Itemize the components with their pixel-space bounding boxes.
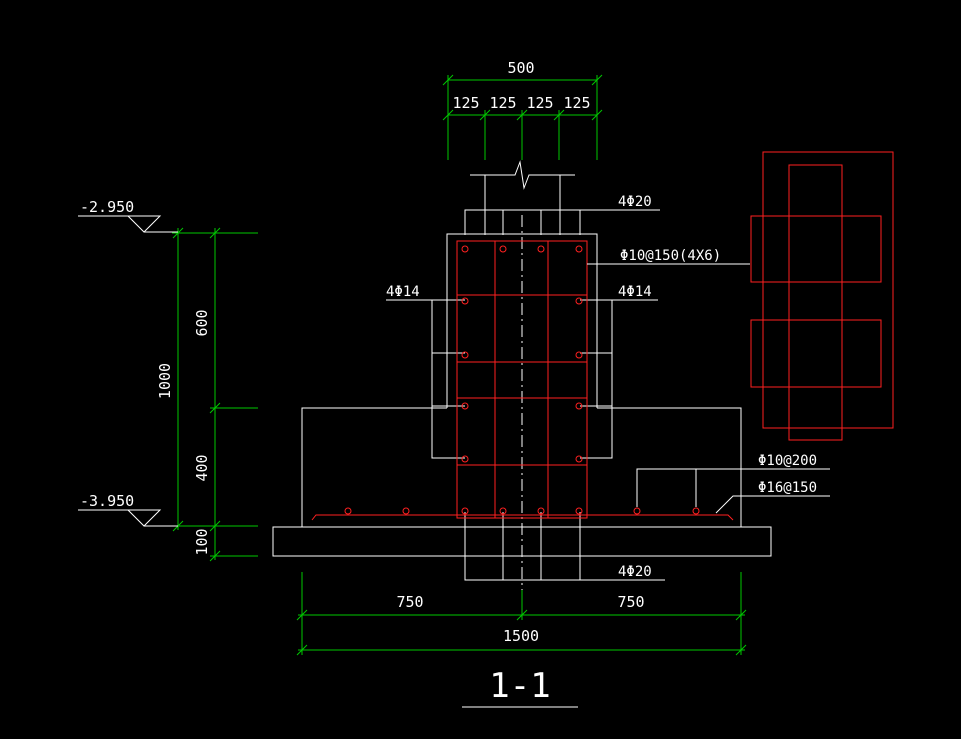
leader-main-bottom bbox=[715, 495, 830, 514]
level-markers: -2.950 -3.950 bbox=[78, 198, 178, 527]
level-marker-bottom-icon bbox=[126, 509, 162, 527]
leader-distribution bbox=[636, 468, 830, 507]
bar-dot bbox=[461, 351, 469, 359]
top-segment-dim-text-4: 125 bbox=[563, 94, 590, 112]
top-overall-dim-text: 500 bbox=[507, 59, 534, 77]
label-side-left: 4Φ14 bbox=[386, 284, 420, 300]
level-bottom-text: -3.950 bbox=[80, 492, 134, 510]
left-dimension-group: 1000 600 400 100 bbox=[156, 227, 258, 562]
left-overall-dim-text: 1000 bbox=[156, 363, 174, 399]
right-side-bar-outline bbox=[580, 299, 613, 459]
pedestal-sides bbox=[446, 233, 598, 408]
bar-dot bbox=[575, 402, 583, 410]
tick bbox=[209, 550, 221, 562]
pedestal-outline bbox=[272, 215, 772, 590]
bar-dot bbox=[461, 245, 469, 253]
stirrup-detail-outer bbox=[762, 151, 894, 429]
rebar-group bbox=[311, 240, 734, 521]
tick bbox=[209, 402, 221, 414]
stirrup-detail-tie-2 bbox=[750, 319, 882, 388]
bar-dot bbox=[575, 455, 583, 463]
bar-dot bbox=[402, 507, 410, 515]
tick bbox=[172, 227, 184, 239]
bottom-dimension-group: 750 750 1500 bbox=[296, 572, 747, 656]
tick bbox=[209, 227, 221, 239]
bar-dot bbox=[344, 507, 352, 515]
tick bbox=[516, 609, 528, 621]
tick bbox=[296, 609, 308, 621]
bar-dot bbox=[499, 507, 507, 515]
top-segment-dim-text-1: 125 bbox=[452, 94, 479, 112]
tick bbox=[735, 644, 747, 656]
bottom-overall-dim-text: 1500 bbox=[503, 627, 539, 645]
label-side-right: 4Φ14 bbox=[618, 284, 652, 300]
section-title: 1-1 bbox=[489, 666, 550, 706]
bar-dot bbox=[461, 297, 469, 305]
tick bbox=[442, 109, 454, 121]
bar-dot bbox=[499, 245, 507, 253]
label-column-bottom: 4Φ20 bbox=[618, 564, 652, 580]
column-top-bars-outline bbox=[464, 209, 581, 235]
tick bbox=[553, 109, 565, 121]
left-lower-dim-text: 400 bbox=[193, 454, 211, 481]
rebar-labels: 4Φ20 Φ10@150(4X6) 4Φ14 4Φ14 Φ10@200 Φ16@… bbox=[386, 194, 830, 581]
level-top-text: -2.950 bbox=[80, 198, 134, 216]
bar-dot bbox=[461, 507, 469, 515]
left-slab-dim-text: 100 bbox=[193, 528, 211, 555]
bar-dot bbox=[692, 507, 700, 515]
tick bbox=[516, 109, 528, 121]
bottom-main-rebar bbox=[311, 514, 734, 521]
left-side-bar-outline bbox=[431, 299, 465, 459]
label-distribution: Φ10@200 bbox=[758, 453, 817, 469]
bar-dot bbox=[575, 245, 583, 253]
top-dimension-group: 500 125 125 125 125 bbox=[442, 59, 603, 160]
bar-dot bbox=[461, 455, 469, 463]
break-line-symbol bbox=[470, 160, 575, 190]
bottom-left-dim-text: 750 bbox=[396, 593, 423, 611]
top-segment-dim-text-2: 125 bbox=[489, 94, 516, 112]
tick bbox=[296, 644, 308, 656]
section-title-group: 1-1 bbox=[462, 666, 578, 708]
stirrup-detail bbox=[750, 151, 894, 441]
bar-dot bbox=[633, 507, 641, 515]
tick bbox=[442, 74, 454, 86]
column-stub bbox=[464, 160, 581, 235]
bar-dot bbox=[537, 507, 545, 515]
top-segment-dim-text-3: 125 bbox=[526, 94, 553, 112]
footing-right-outline bbox=[597, 407, 742, 527]
stirrup-detail-inner-vertical bbox=[788, 164, 843, 441]
tick bbox=[591, 109, 603, 121]
tick bbox=[735, 609, 747, 621]
label-main-bottom: Φ16@150 bbox=[758, 480, 817, 496]
column-bottom-bars-outline bbox=[464, 512, 581, 581]
bar-dot bbox=[537, 245, 545, 253]
bottom-right-dim-text: 750 bbox=[617, 593, 644, 611]
stirrup-outer bbox=[456, 240, 588, 519]
tick bbox=[209, 520, 221, 532]
bar-dot bbox=[575, 297, 583, 305]
bar-dot bbox=[575, 507, 583, 515]
footing-left-outline bbox=[301, 407, 447, 527]
tick bbox=[479, 109, 491, 121]
label-stirrup: Φ10@150(4X6) bbox=[620, 248, 721, 264]
tick bbox=[591, 74, 603, 86]
bar-dot bbox=[461, 402, 469, 410]
level-marker-top-icon bbox=[126, 215, 162, 233]
label-column-top: 4Φ20 bbox=[618, 194, 652, 210]
bar-dot bbox=[575, 351, 583, 359]
left-upper-dim-text: 600 bbox=[193, 309, 211, 336]
stirrup-detail-tie-1 bbox=[750, 215, 882, 283]
